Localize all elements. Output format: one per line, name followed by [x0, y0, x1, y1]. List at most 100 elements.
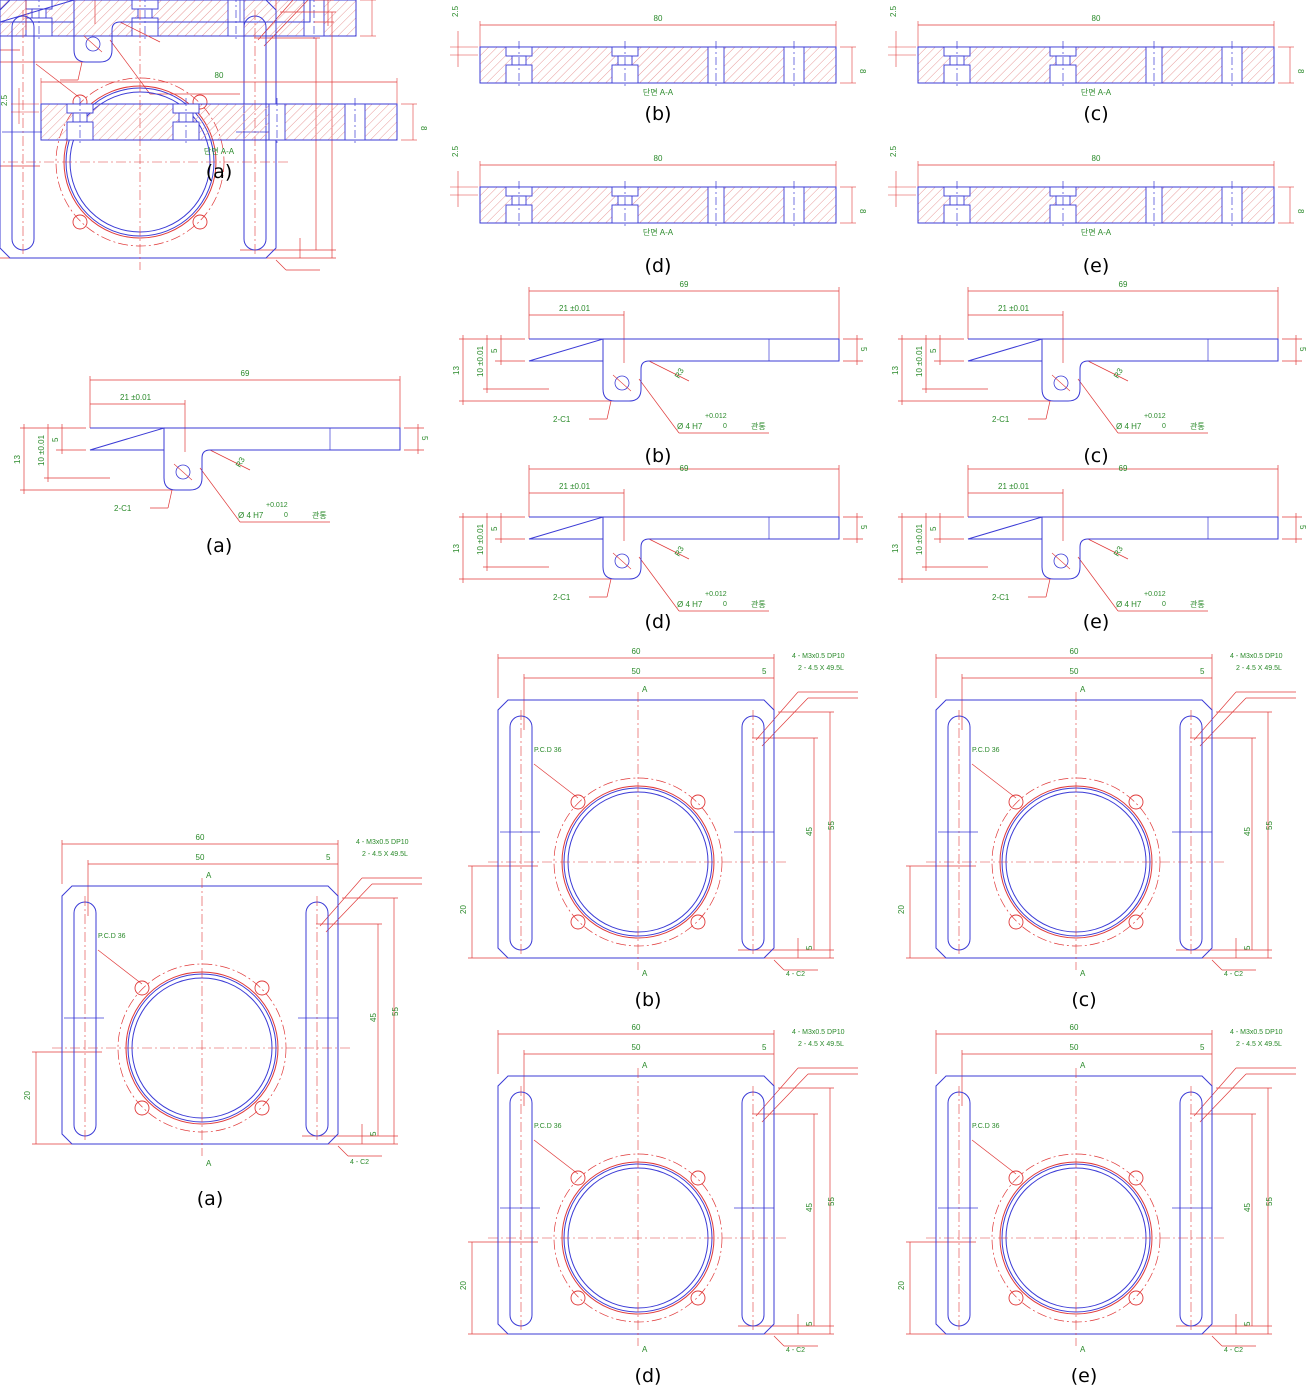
section-label: 단면 A-A	[1081, 87, 1112, 97]
plate-section-mark-top: A	[642, 1061, 648, 1070]
bracket-through: 관통	[312, 510, 327, 520]
plate-taps-note: 4 - M3x0.5 DP10	[792, 1029, 845, 1036]
section-thickness-dim: 8	[858, 209, 867, 214]
bracket-through: 관통	[751, 421, 766, 431]
bracket-through: 관통	[1190, 421, 1205, 431]
plate-taps-note: 4 - M3x0.5 DP10	[792, 653, 845, 660]
plate-slots-note: 2 - 4.5 X 49.5L	[798, 665, 844, 672]
section-label: 단면 A-A	[1081, 227, 1112, 237]
caption-section-a: (a)	[206, 161, 232, 183]
bracket-plate-dim: 5	[51, 437, 60, 442]
bracket-radius: R3	[1112, 366, 1125, 380]
plate-height-dim: 55	[827, 821, 836, 830]
section-overall-dim: 80	[654, 154, 663, 163]
section-view-c: 80 2.5 8 단면 A-A	[887, 5, 1305, 97]
section-thickness-dim: 8	[419, 126, 428, 131]
bracket-chamfer: 2-C1	[553, 415, 571, 424]
section-view-d: 80 2.5 8 단면 A-A	[449, 145, 867, 237]
section-step-dim: 2.5	[0, 94, 9, 106]
plate-side-dim: 5	[762, 1043, 767, 1052]
plate-view-c: 60 50 5 4 - M3x0.5 DP10 2 - 4.5 X 49.5L …	[897, 647, 1297, 978]
section-view-a: 80 2.5 8 단면 A-A	[0, 71, 428, 156]
bracket-mid-height-dim: 10 ±0.01	[476, 345, 485, 377]
plate-section-mark-top: A	[206, 871, 212, 880]
caption-section-b: (b)	[645, 103, 672, 125]
bracket-tolerance-low: 0	[1162, 423, 1166, 430]
bracket-chamfer: 2-C1	[553, 593, 571, 602]
bracket-tolerance-low: 0	[284, 512, 288, 519]
bracket-height-dim: 13	[13, 455, 22, 464]
section-overall-dim: 80	[654, 14, 663, 23]
plate-inner-dim: 50	[196, 853, 205, 862]
bracket-chamfer: 2-C1	[114, 504, 132, 513]
bracket-plate-right-dim: 5	[859, 525, 868, 530]
bracket-plate-right-dim: 5	[1298, 347, 1307, 352]
caption-plate-c: (c)	[1071, 989, 1096, 1011]
bracket-offset-dim: 21 ±0.01	[559, 304, 591, 313]
plate-bottom-dim: 5	[805, 1321, 814, 1326]
plate-view-e: 60 50 5 4 - M3x0.5 DP10 2 - 4.5 X 49.5L …	[897, 1023, 1297, 1354]
section-view-template	[0, 0, 376, 42]
plate-taps-note: 4 - M3x0.5 DP10	[1230, 653, 1283, 660]
plate-height-dim: 55	[1265, 821, 1274, 830]
section-step-dim: 2.5	[451, 5, 460, 17]
bracket-radius: R3	[234, 455, 247, 469]
plate-inner-dim: 50	[1070, 667, 1079, 676]
plate-low-dim: 20	[897, 1281, 906, 1290]
plate-side-dim: 5	[762, 667, 767, 676]
bracket-plate-dim: 5	[490, 526, 499, 531]
section-label: 단면 A-A	[204, 146, 235, 156]
bracket-view-e: 69 21 ±0.01 13 10 ±0.01 5 5 R3 2-C1 +0.0…	[891, 464, 1307, 612]
plate-inner-dim: 50	[632, 667, 641, 676]
caption-bracket-b: (b)	[645, 445, 672, 467]
bracket-view-d: 69 21 ±0.01 13 10 ±0.01 5 5 R3 2-C1 +0.0…	[452, 464, 868, 612]
plate-chamfer-note: 4 - C2	[350, 1159, 369, 1166]
bracket-height-dim: 13	[891, 366, 900, 375]
caption-section-c: (c)	[1083, 103, 1108, 125]
plate-slots-note: 2 - 4.5 X 49.5L	[362, 851, 408, 858]
caption-plate-b: (b)	[635, 989, 662, 1011]
section-step-dim: 2.5	[889, 5, 898, 17]
bracket-height-dim: 13	[452, 366, 461, 375]
bracket-radius: R3	[673, 366, 686, 380]
bracket-chamfer: 2-C1	[992, 415, 1010, 424]
plate-slot-length-dim: 45	[1243, 1203, 1252, 1212]
section-label: 단면 A-A	[643, 87, 674, 97]
bracket-mid-height-dim: 10 ±0.01	[915, 345, 924, 377]
plate-side-dim: 5	[1200, 667, 1205, 676]
bracket-mid-height-dim: 10 ±0.01	[476, 523, 485, 555]
bracket-through: 관통	[1190, 599, 1205, 609]
plate-height-dim: 55	[827, 1197, 836, 1206]
plate-section-mark-top: A	[642, 685, 648, 694]
plate-side-dim: 5	[326, 853, 331, 862]
caption-bracket-c: (c)	[1083, 445, 1108, 467]
bracket-tolerance-low: 0	[723, 423, 727, 430]
bracket-chamfer: 2-C1	[992, 593, 1010, 602]
plate-section-mark-bottom: A	[1080, 969, 1086, 978]
plate-bottom-dim: 5	[805, 945, 814, 950]
plate-height-dim: 55	[391, 1007, 400, 1016]
bracket-plate-dim: 5	[490, 348, 499, 353]
plate-side-dim: 5	[1200, 1043, 1205, 1052]
bracket-mid-height-dim: 10 ±0.01	[37, 434, 46, 466]
plate-width-dim: 60	[632, 647, 641, 656]
caption-bracket-a: (a)	[206, 535, 232, 557]
bracket-plate-dim: 5	[929, 526, 938, 531]
section-step-dim: 2.5	[889, 145, 898, 157]
plate-bottom-dim: 5	[1243, 945, 1252, 950]
section-overall-dim: 80	[1092, 14, 1101, 23]
plate-section-mark-top: A	[1080, 685, 1086, 694]
plate-section-mark-bottom: A	[1080, 1345, 1086, 1354]
section-thickness-dim: 8	[858, 69, 867, 74]
bracket-hole: Ø 4 H7	[238, 511, 264, 520]
plate-pcd-note: P.C.D 36	[98, 933, 126, 940]
caption-plate-a: (a)	[197, 1188, 223, 1210]
caption-plate-d: (d)	[635, 1365, 662, 1387]
plate-section-mark-bottom: A	[642, 969, 648, 978]
section-thickness-dim: 8	[1296, 209, 1305, 214]
bracket-tolerance: +0.012	[1144, 413, 1166, 420]
bracket-overall-dim: 69	[241, 369, 250, 378]
bracket-hole: Ø 4 H7	[1116, 422, 1142, 431]
bracket-hole: Ø 4 H7	[677, 422, 703, 431]
